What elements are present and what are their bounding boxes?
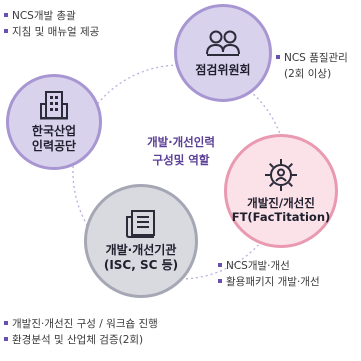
hrd-korea-node: 한국산업 인력공단 [6, 74, 102, 170]
note-item: 개발진·개선진 구성 / 워크숍 진행 [4, 316, 158, 332]
institution-node: 개발·개선기관 (ISC, SC 등) [84, 184, 198, 298]
bullet-icon [4, 29, 8, 34]
hrd-korea-title: 한국산업 인력공단 [31, 124, 77, 153]
note-item: NCS개발·개선 [218, 258, 320, 274]
facilitator-notes: NCS개발·개선 활용패키지 개발·개선 [218, 258, 320, 291]
note-item: 활용패키지 개발·개선 [218, 274, 320, 290]
bullet-icon [4, 13, 8, 17]
note-item: NCS개발 총괄 [4, 8, 99, 24]
bullet-icon [218, 279, 222, 284]
document-icon [126, 210, 155, 238]
note-item: NCS 품질관리 [276, 50, 348, 66]
institution-title: 개발·개선기관 (ISC, SC 등) [103, 243, 179, 272]
review-committee-title: 점검위원회 [195, 62, 251, 77]
facilitator-node: 개발진/개선진 FT(FacTitation) [224, 134, 338, 248]
bullet-icon [276, 55, 280, 59]
note-item: 지침 및 매뉴얼 제공 [4, 24, 99, 40]
facilitator-title: 개발진/개선진 FT(FacTitation) [231, 195, 331, 224]
institution-notes: 개발진·개선진 구성 / 워크숍 진행 환경분석 및 산업체 검증(2회) [4, 316, 158, 349]
hrd-korea-notes: NCS개발 총괄 지침 및 매뉴얼 제공 [4, 8, 99, 41]
center-label: 개발·개선인력 구성및 역할 [147, 135, 215, 167]
gear-person-icon [265, 158, 297, 191]
review-committee-node: 점검위원회 [174, 4, 272, 102]
note-continuation: (2회 이상) [284, 68, 332, 81]
people-icon [206, 30, 240, 56]
building-icon [40, 91, 68, 120]
bullet-icon [4, 337, 8, 342]
bullet-icon [4, 321, 8, 325]
note-item: 환경분석 및 산업체 검증(2회) [4, 332, 158, 348]
bullet-icon [218, 263, 222, 267]
review-committee-notes: NCS 품질관리 (2회 이상) [276, 50, 348, 83]
